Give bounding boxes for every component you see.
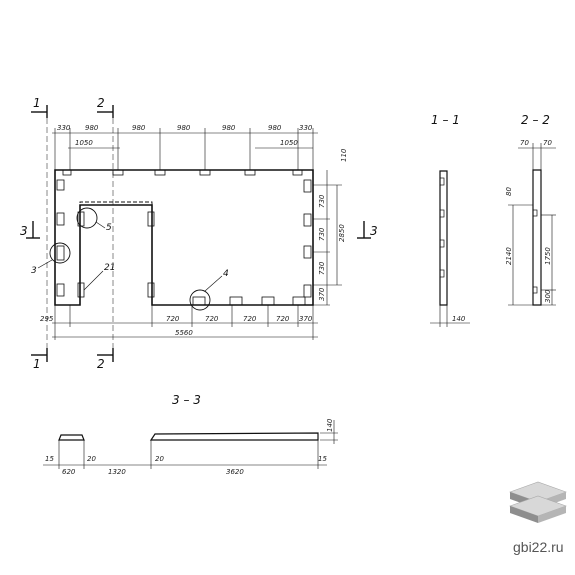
top-dim-5: 980 bbox=[268, 124, 282, 132]
section-mark-1-top: 1 bbox=[33, 96, 41, 110]
inner-dim-2: 110 bbox=[340, 148, 348, 162]
right-dim-3: 2850 bbox=[338, 224, 346, 242]
callout-5: 5 bbox=[106, 223, 112, 233]
inner-dim-1: 1050 bbox=[280, 139, 298, 147]
section-3-3: 3 – 3 15 620 20 1320 20 3620 15 140 bbox=[43, 393, 338, 476]
section-mark-2-top: 2 bbox=[97, 96, 105, 110]
section-2-2-dim-3: 2140 bbox=[505, 247, 513, 265]
section-3-3-dim-2: 20 bbox=[87, 455, 96, 463]
section-mark-2-bottom: 2 bbox=[97, 357, 105, 371]
section-3-3-dim-1: 620 bbox=[62, 468, 76, 476]
bottom-dim-5: 370 bbox=[299, 315, 313, 323]
bottom-dimension-chain bbox=[52, 305, 318, 340]
section-1-1-title: 1 – 1 bbox=[431, 113, 460, 127]
right-dim-4: 370 bbox=[318, 287, 326, 301]
section-3-3-dim-7: 140 bbox=[326, 418, 334, 432]
panel-outline bbox=[54, 169, 314, 306]
plan-view: 330 980 980 980 980 980 330 1050 1050 11… bbox=[20, 96, 378, 371]
right-dim-0: 730 bbox=[318, 194, 326, 208]
section-3-3-dim-5: 3620 bbox=[226, 468, 244, 476]
section-2-2-dim-5: 300 bbox=[544, 289, 552, 303]
callout-4: 4 bbox=[223, 269, 229, 279]
left-embedded-parts bbox=[56, 179, 155, 298]
section-cut-marks bbox=[26, 105, 371, 362]
callout-circle-3 bbox=[49, 242, 71, 264]
overall-width: 5560 bbox=[175, 329, 193, 337]
section-2-2-dim-0: 70 bbox=[520, 139, 529, 147]
section-3-3-dim-3: 1320 bbox=[108, 468, 126, 476]
section-2-2-title: 2 – 2 bbox=[521, 113, 550, 127]
top-dim-0: 330 bbox=[57, 124, 71, 132]
watermark-text: gbi22.ru bbox=[513, 539, 564, 555]
section-3-3-dim-4: 20 bbox=[155, 455, 164, 463]
bottom-dim-1: 720 bbox=[166, 315, 180, 323]
bottom-dim-0: 295 bbox=[40, 315, 54, 323]
top-dim-1: 980 bbox=[85, 124, 99, 132]
top-dimension-chain bbox=[52, 128, 318, 170]
bottom-dim-2: 720 bbox=[205, 315, 219, 323]
right-dim-2: 730 bbox=[318, 261, 326, 275]
callout-21: 21 bbox=[104, 263, 115, 273]
section-1-1: 1 – 1 140 bbox=[430, 113, 470, 327]
right-dim-1: 730 bbox=[318, 227, 326, 241]
section-mark-3-right: 3 bbox=[370, 224, 378, 238]
right-dimension-chain bbox=[313, 170, 342, 306]
top-dim-2: 980 bbox=[132, 124, 146, 132]
section-1-1-dim-0: 140 bbox=[452, 315, 466, 323]
section-2-2: 2 – 2 70 70 80 2140 1750 300 bbox=[505, 113, 556, 306]
section-3-3-dim-0: 15 bbox=[45, 455, 54, 463]
bottom-dim-4: 720 bbox=[276, 315, 290, 323]
section-3-3-dim-6: 15 bbox=[318, 455, 327, 463]
top-dim-4: 980 bbox=[222, 124, 236, 132]
section-2-2-dim-1: 70 bbox=[543, 139, 552, 147]
door-contour bbox=[79, 201, 153, 305]
section-3-3-title: 3 – 3 bbox=[172, 393, 201, 407]
top-dim-3: 980 bbox=[177, 124, 191, 132]
section-mark-1-bottom: 1 bbox=[33, 357, 41, 371]
callout-circle-4 bbox=[189, 289, 211, 311]
callout-circle-5 bbox=[76, 207, 98, 229]
section-mark-3-left: 3 bbox=[20, 224, 28, 238]
section-2-2-dim-2: 80 bbox=[505, 187, 513, 196]
top-dim-6: 330 bbox=[299, 124, 313, 132]
inner-dim-0: 1050 bbox=[75, 139, 93, 147]
section-2-2-dim-4: 1750 bbox=[544, 247, 552, 265]
callout-3: 3 bbox=[31, 266, 37, 276]
logo-icon bbox=[509, 481, 567, 523]
right-embedded-parts bbox=[303, 179, 312, 298]
bottom-dim-3: 720 bbox=[243, 315, 257, 323]
